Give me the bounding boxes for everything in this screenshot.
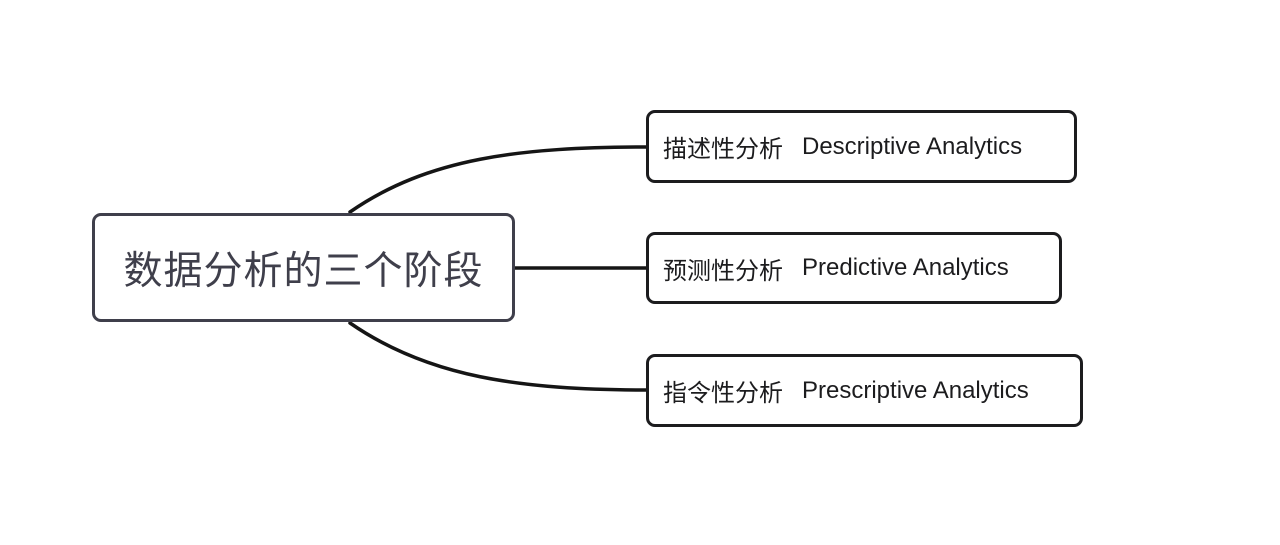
node-label-en: Predictive Analytics — [802, 254, 1009, 281]
node-prescriptive-analytics[interactable]: 指令性分析 Prescriptive Analytics — [646, 354, 1083, 427]
node-label-zh: 指令性分析 — [663, 380, 783, 407]
node-label-zh: 预测性分析 — [663, 257, 783, 285]
node-descriptive-analytics[interactable]: 描述性分析 Descriptive Analytics — [646, 110, 1077, 183]
connector-root-to-prescriptive — [348, 321, 650, 392]
root-node-label: 数据分析的三个阶段 — [123, 249, 484, 293]
connector-root-to-descriptive — [348, 145, 650, 214]
node-predictive-analytics[interactable]: 预测性分析 Predictive Analytics — [646, 232, 1062, 304]
node-label-zh: 描述性分析 — [663, 136, 783, 163]
root-node[interactable]: 数据分析的三个阶段 — [92, 213, 515, 322]
node-label-en: Descriptive Analytics — [802, 132, 1023, 160]
node-label-en: Prescriptive Analytics — [802, 376, 1029, 404]
